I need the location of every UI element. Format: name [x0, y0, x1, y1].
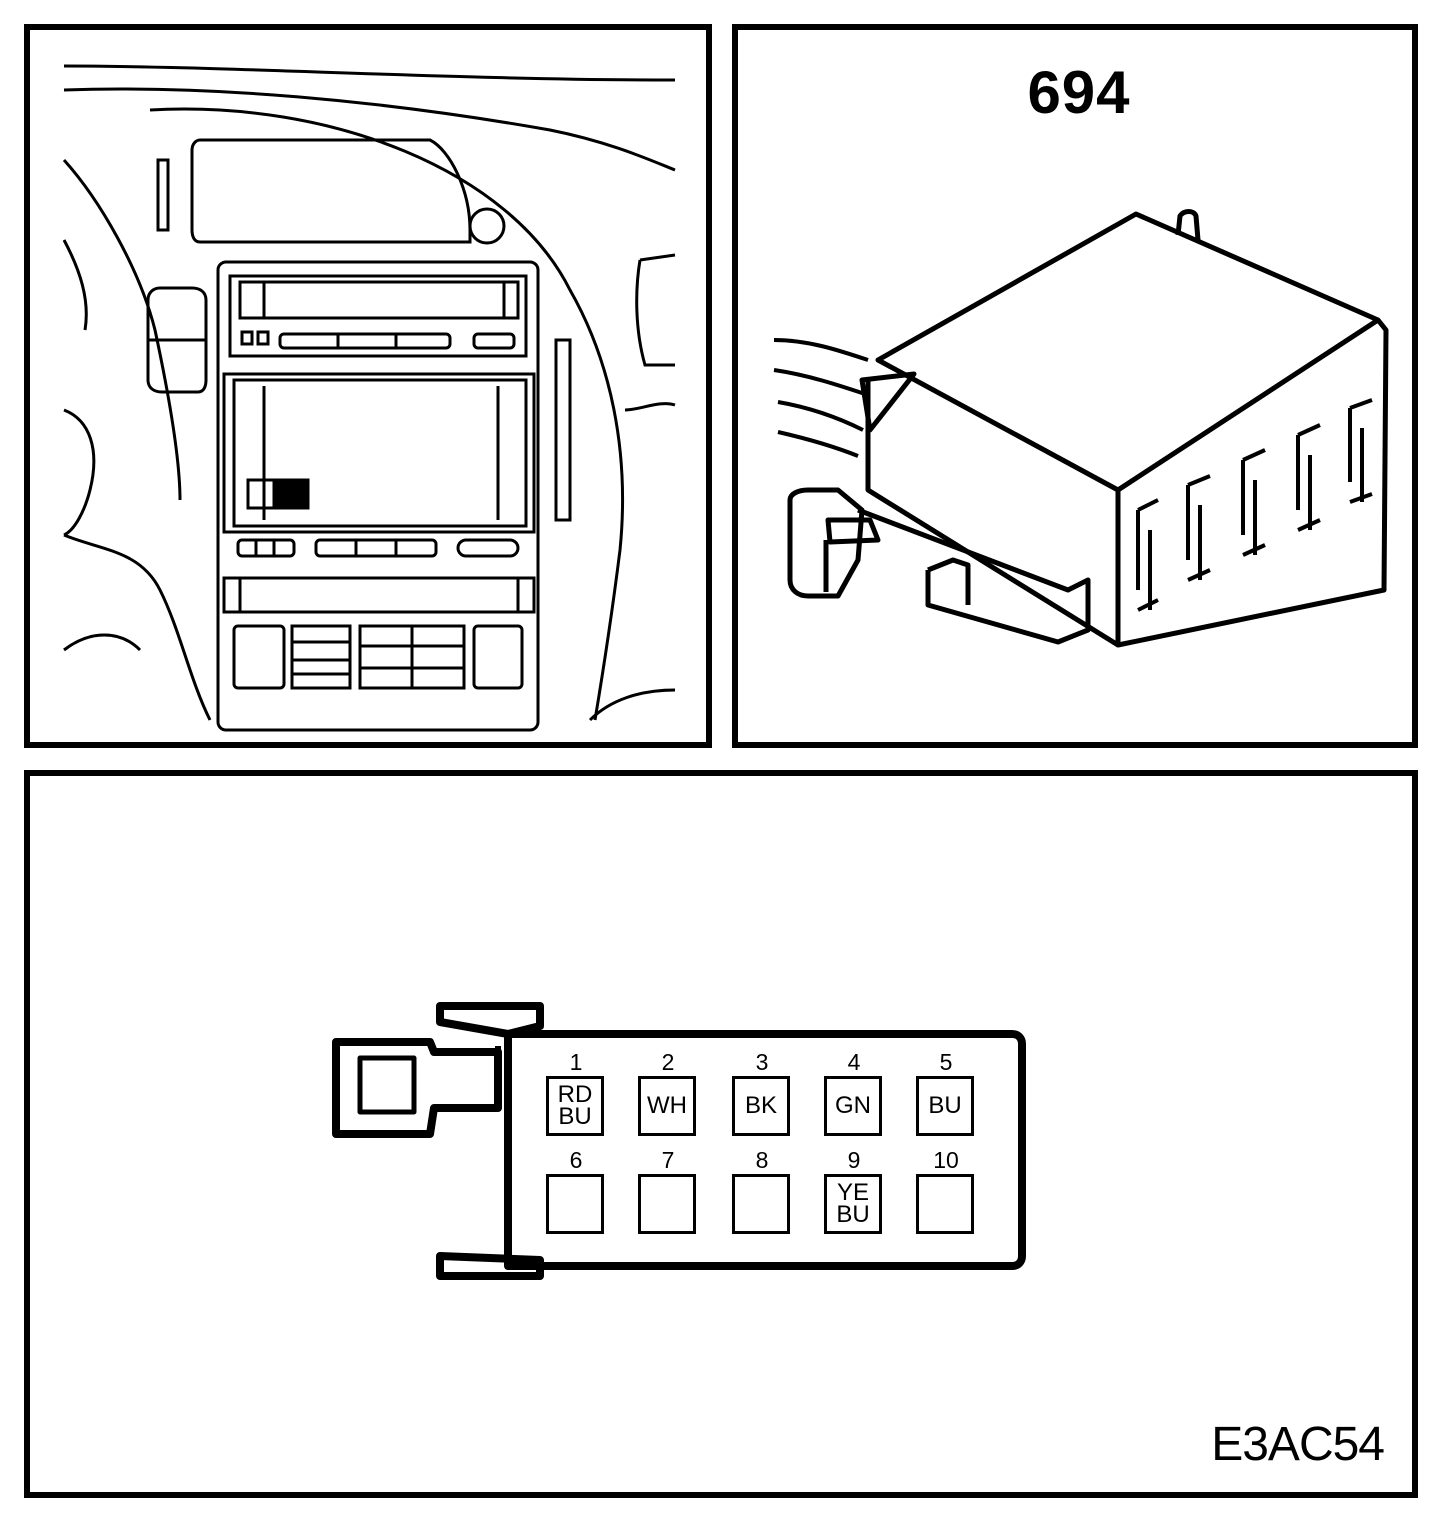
connector-face-outline: [332, 1002, 1026, 1280]
location-view-panel: [24, 24, 712, 748]
pin-number-8: 8: [755, 1147, 769, 1173]
pin-4: GN: [824, 1076, 882, 1136]
pin-8: [732, 1174, 790, 1234]
pin-10: [916, 1174, 974, 1234]
pin-6: [546, 1174, 604, 1234]
pin-number-10: 10: [933, 1147, 959, 1173]
pin-5-color-1: BU: [928, 1092, 962, 1119]
pin-number-1: 1: [569, 1049, 583, 1075]
pinout-panel: 1 RD BU 2 WH 3 BK 4 GN 5 BU 6 7 8 9 YE B…: [24, 770, 1418, 1498]
pin-3-color-1: BK: [744, 1092, 777, 1119]
pin-number-9: 9: [847, 1147, 861, 1173]
pin-number-3: 3: [755, 1049, 769, 1075]
connector-number: 694: [1027, 59, 1131, 126]
pin-5: BU: [916, 1076, 974, 1136]
pin-9-color-1: YE: [836, 1179, 869, 1206]
dashboard-drawing: [62, 64, 676, 732]
pin-1-color-1: RD: [557, 1081, 593, 1108]
connector-view-panel: 694: [732, 24, 1418, 748]
pin-4-color-1: GN: [835, 1092, 871, 1119]
pin-number-4: 4: [847, 1049, 861, 1075]
pin-3: BK: [732, 1076, 790, 1136]
pin-number-5: 5: [939, 1049, 953, 1075]
pin-1-color-2: BU: [558, 1103, 592, 1130]
figure-code: E3AC54: [1211, 1418, 1385, 1471]
pin-number-2: 2: [661, 1049, 675, 1075]
pin-number-7: 7: [661, 1147, 675, 1173]
pin-1: RD BU: [546, 1076, 604, 1136]
pin-2: WH: [638, 1076, 696, 1136]
pin-2-color-1: WH: [647, 1092, 687, 1119]
pin-7: [638, 1174, 696, 1234]
pin-9-color-2: BU: [836, 1201, 870, 1228]
connector-drawing: [773, 209, 1389, 648]
pin-9: YE BU: [824, 1174, 882, 1234]
pin-number-6: 6: [569, 1147, 583, 1173]
